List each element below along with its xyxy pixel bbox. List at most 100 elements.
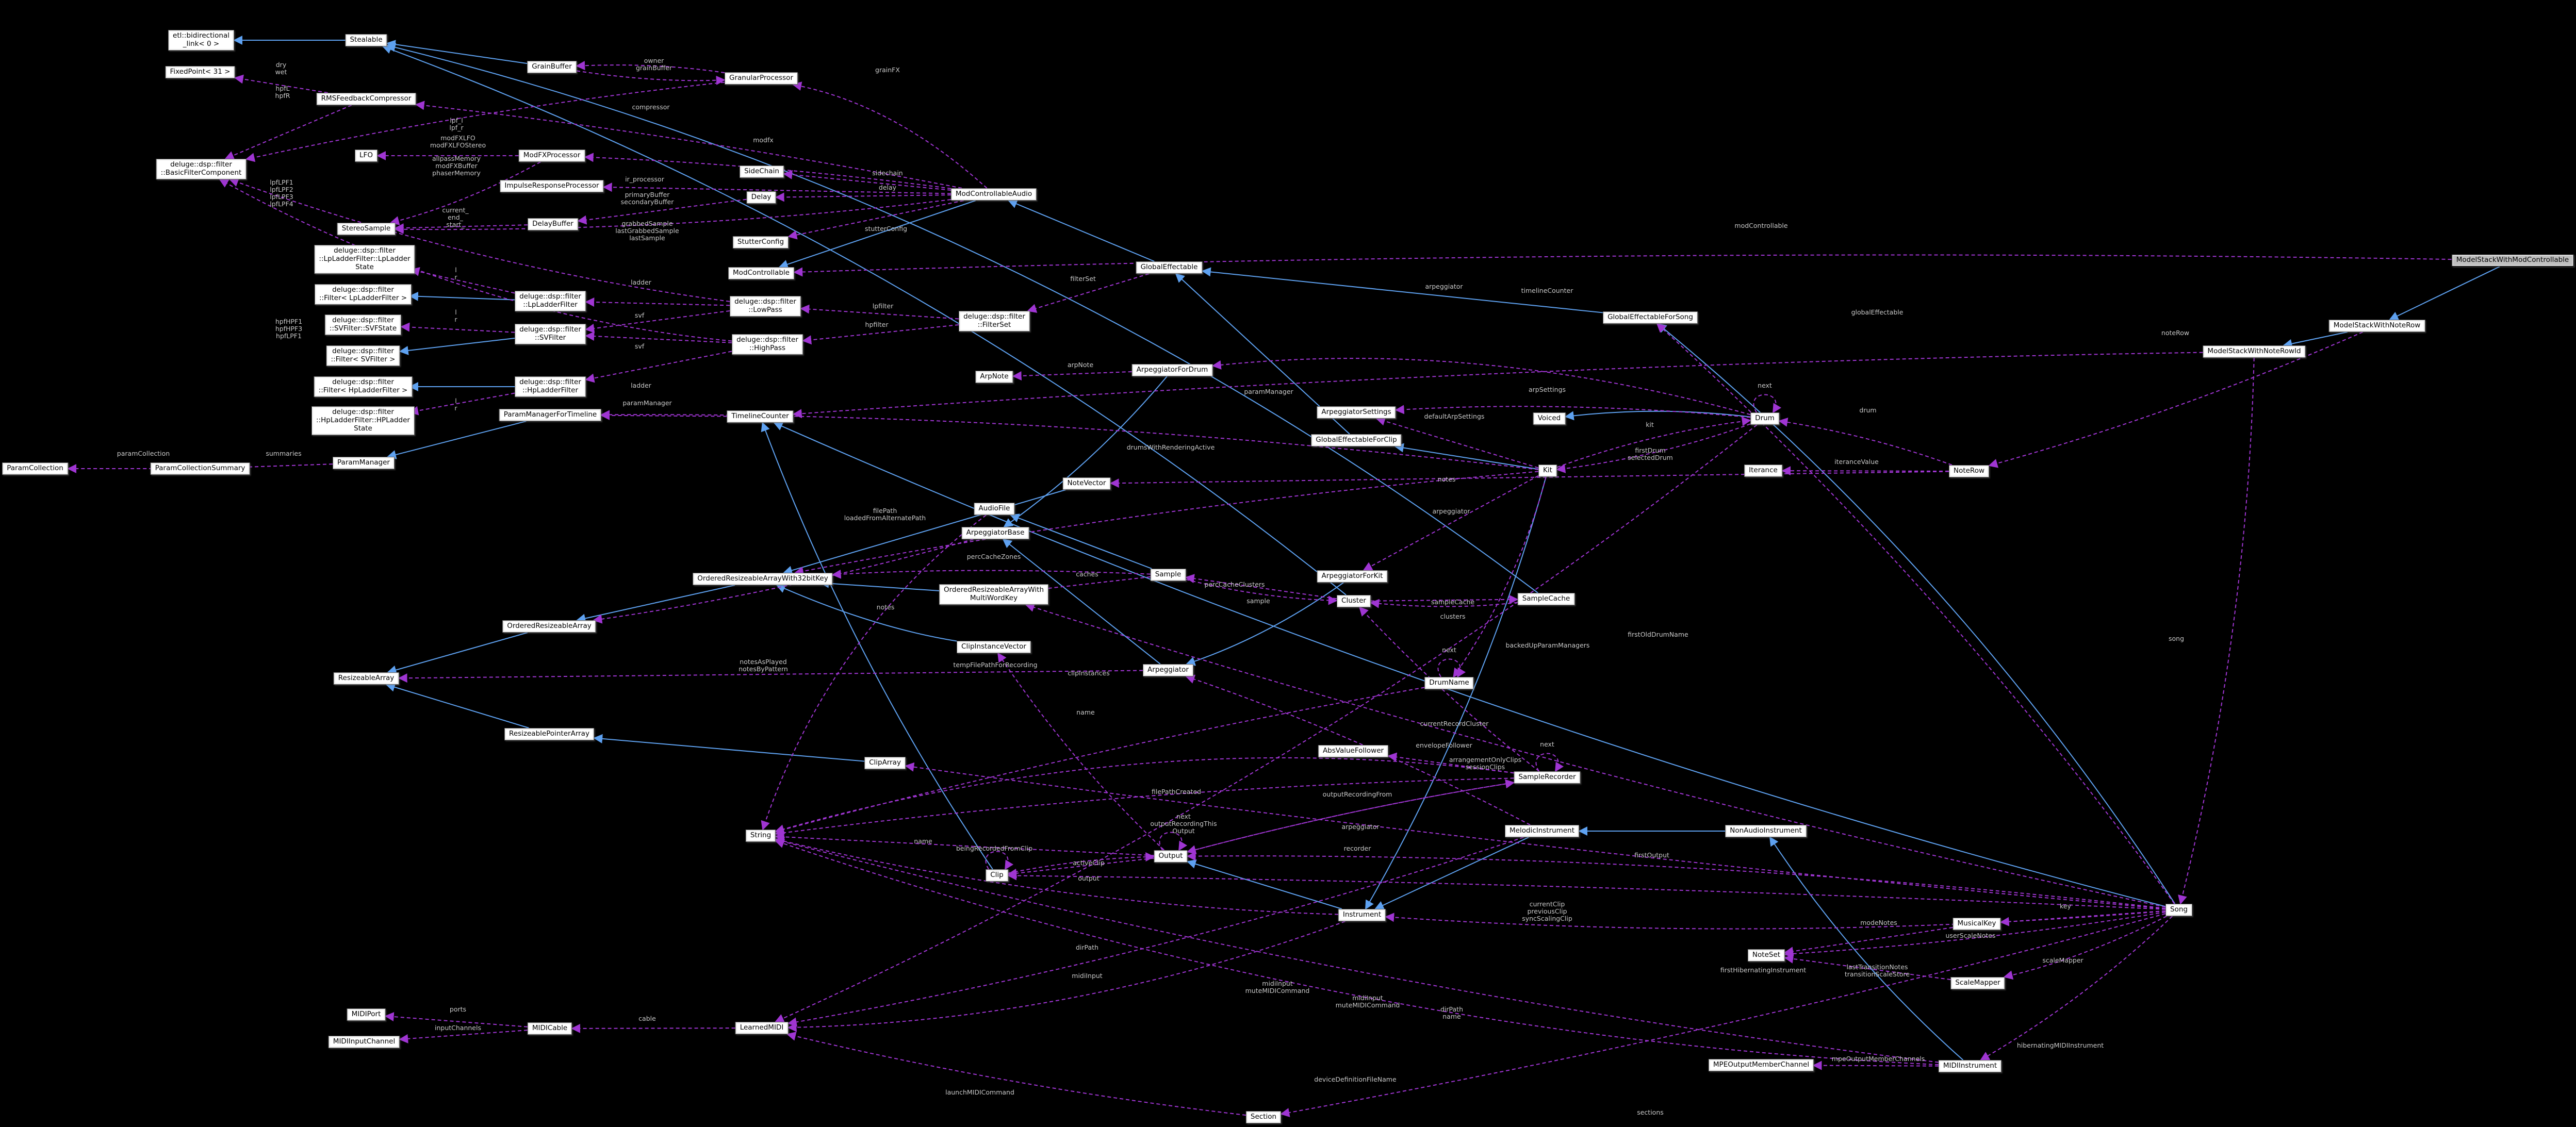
node-notevector[interactable]: NoteVector xyxy=(1062,477,1111,490)
node-drum[interactable]: Drum xyxy=(1750,412,1779,425)
node-ra[interactable]: ResizeableArray xyxy=(333,672,399,685)
node-gefc[interactable]: GlobalEffectableForClip xyxy=(1311,434,1402,446)
edge-label-msmc-modctl: modControllable xyxy=(1734,222,1787,229)
node-tc[interactable]: TimelineCounter xyxy=(727,410,794,423)
node-svfstate[interactable]: deluge::dsp::filter ::SVFilter::SVFState xyxy=(324,314,402,335)
node-stereosample[interactable]: StereoSample xyxy=(337,223,396,235)
node-sidechain[interactable]: SideChain xyxy=(740,165,784,178)
node-sample[interactable]: Sample xyxy=(1150,569,1186,581)
node-kit[interactable]: Kit xyxy=(1538,465,1557,477)
node-song[interactable]: Song xyxy=(2165,904,2192,916)
node-string[interactable]: String xyxy=(745,830,776,842)
node-lpladder[interactable]: deluge::dsp::filter ::LpLadderFilter xyxy=(515,291,586,311)
edge-gefs-ge xyxy=(1201,267,1603,313)
node-rpa[interactable]: ResizeablePointerArray xyxy=(504,728,594,740)
node-mca[interactable]: ModControllableAudio xyxy=(950,188,1037,201)
node-msnrid[interactable]: ModelStackWithNoteRowId xyxy=(2203,345,2306,358)
node-gefs[interactable]: GlobalEffectableForSong xyxy=(1603,311,1698,324)
node-fixedpoint[interactable]: FixedPoint< 31 > xyxy=(165,66,235,78)
edge-hpladder-hpladderstate xyxy=(408,392,515,416)
node-samplerecorder[interactable]: SampleRecorder xyxy=(1514,771,1581,784)
node-stutter[interactable]: StutterConfig xyxy=(732,236,789,248)
node-rms[interactable]: RMSFeedbackCompressor xyxy=(316,93,416,105)
node-scalemapper[interactable]: ScaleMapper xyxy=(1950,977,2005,989)
node-lpladderstate[interactable]: deluge::dsp::filter ::LpLadderFilter::Lp… xyxy=(314,245,415,274)
edge-label-drum-kit: kit xyxy=(1646,421,1654,428)
node-pcs[interactable]: ParamCollectionSummary xyxy=(150,462,250,475)
node-modfxproc[interactable]: ModFXProcessor xyxy=(518,150,585,162)
edge-song-section xyxy=(1280,913,2166,1117)
node-arpforkit[interactable]: ArpeggiatorForKit xyxy=(1317,570,1388,583)
node-stealable[interactable]: Stealable xyxy=(345,34,387,46)
node-section[interactable]: Section xyxy=(1245,1111,1282,1123)
node-msnr[interactable]: ModelStackWithNoteRow xyxy=(2328,320,2425,332)
node-svfilter[interactable]: deluge::dsp::filter ::SVFilter xyxy=(515,324,586,344)
node-avf[interactable]: AbsValueFollower xyxy=(1318,745,1389,757)
node-audiofile[interactable]: AudioFile xyxy=(974,503,1015,515)
edge-song-instrument xyxy=(1385,910,2166,930)
node-etl_link[interactable]: etl::bidirectional _link< 0 > xyxy=(168,30,234,51)
node-filter_hpl[interactable]: deluge::dsp::filter ::Filter< HpLadderFi… xyxy=(314,376,413,397)
node-ora[interactable]: OrderedResizeableArray xyxy=(502,620,596,633)
node-lowpass[interactable]: deluge::dsp::filter ::LowPass xyxy=(730,296,801,317)
node-filterset[interactable]: deluge::dsp::filter ::FilterSet xyxy=(959,311,1030,332)
node-midicable[interactable]: MIDICable xyxy=(527,1022,572,1035)
node-msmc[interactable]: ModelStackWithModControllable xyxy=(2451,254,2574,267)
node-cluster[interactable]: Cluster xyxy=(1337,595,1371,607)
node-midiinputchannel[interactable]: MIDIInputChannel xyxy=(328,1036,400,1048)
node-drumname[interactable]: DrumName xyxy=(1424,677,1474,689)
node-highpass[interactable]: deluge::dsp::filter ::HighPass xyxy=(732,334,803,355)
node-ge[interactable]: GlobalEffectable xyxy=(1136,261,1203,274)
node-samplecache[interactable]: SampleCache xyxy=(1517,593,1575,605)
node-ora32[interactable]: OrderedResizeableArrayWith32bitKey xyxy=(693,573,833,585)
node-instrument[interactable]: Instrument xyxy=(1338,909,1386,921)
node-melodic[interactable]: MelodicInstrument xyxy=(1505,825,1579,837)
edge-label-mca-granproc: grainFX xyxy=(875,66,900,74)
node-clip[interactable]: Clip xyxy=(986,869,1008,882)
node-voiced[interactable]: Voiced xyxy=(1533,412,1566,425)
node-grainbuffer[interactable]: GrainBuffer xyxy=(527,61,577,73)
node-delay[interactable]: Delay xyxy=(746,191,776,204)
edge-midiinstrument-string xyxy=(775,837,1939,1063)
node-arpsettings[interactable]: ArpeggiatorSettings xyxy=(1317,406,1396,419)
node-pm[interactable]: ParamManager xyxy=(333,457,395,469)
node-midiinstrument[interactable]: MIDIInstrument xyxy=(1938,1060,2002,1072)
node-hpladder[interactable]: deluge::dsp::filter ::HpLadderFilter xyxy=(515,376,586,397)
edge-mca-irproc xyxy=(602,183,951,194)
edge-ge-filterset xyxy=(1027,273,1150,313)
node-learnedmidi[interactable]: LearnedMIDI xyxy=(735,1022,789,1034)
node-modctl[interactable]: ModControllable xyxy=(728,267,794,279)
node-midiport[interactable]: MIDIPort xyxy=(347,1008,386,1021)
node-arp[interactable]: Arpeggiator xyxy=(1143,664,1193,676)
edge-sample-audiofile xyxy=(1009,513,1152,569)
node-pc[interactable]: ParamCollection xyxy=(2,462,68,475)
edge-label-arpbase-ora: notes xyxy=(877,603,895,611)
edge-label-samplerecorder-samplerecorder: next xyxy=(1540,740,1554,748)
node-hpladderstate[interactable]: deluge::dsp::filter ::HpLadderFilter::HP… xyxy=(311,406,415,435)
node-nonaudio[interactable]: NonAudioInstrument xyxy=(1725,825,1807,837)
node-noterow[interactable]: NoteRow xyxy=(1948,465,1990,477)
node-oramwk[interactable]: OrderedResizeableArrayWith MultiWordKey xyxy=(939,584,1049,605)
node-mpeomc[interactable]: MPEOutputMemberChannel xyxy=(1708,1059,1814,1071)
node-delaybuffer[interactable]: DelayBuffer xyxy=(528,218,578,230)
node-iterance[interactable]: Iterance xyxy=(1744,465,1782,477)
node-civ[interactable]: ClipInstanceVector xyxy=(957,641,1031,653)
edge-mca-stereosample xyxy=(394,199,951,234)
node-cliparray[interactable]: ClipArray xyxy=(864,757,906,769)
node-noteset[interactable]: NoteSet xyxy=(1747,949,1785,962)
node-irproc[interactable]: ImpulseResponseProcessor xyxy=(500,180,604,192)
node-arpfordrum[interactable]: ArpeggiatorForDrum xyxy=(1131,364,1213,376)
edge-label-output-string: name xyxy=(914,837,932,845)
node-pmft[interactable]: ParamManagerForTimeline xyxy=(499,409,602,421)
node-granproc[interactable]: GranularProcessor xyxy=(725,72,798,85)
node-bfc[interactable]: deluge::dsp::filter ::BasicFilterCompone… xyxy=(156,159,247,179)
node-filter_svf[interactable]: deluge::dsp::filter ::Filter< SVFilter > xyxy=(326,345,400,366)
node-musicalkey[interactable]: MusicalKey xyxy=(1952,918,2001,930)
edge-drumname-string xyxy=(775,687,1425,834)
node-lfo[interactable]: LFO xyxy=(355,150,378,162)
node-output[interactable]: Output xyxy=(1154,850,1188,863)
node-arpbase[interactable]: ArpeggiatorBase xyxy=(961,527,1029,539)
node-arpnote[interactable]: ArpNote xyxy=(975,371,1013,383)
node-filter_lpl[interactable]: deluge::dsp::filter ::Filter< LpLadderFi… xyxy=(314,284,412,305)
edge-label-clip-clip: beingRecordedFromClip xyxy=(956,844,1032,852)
